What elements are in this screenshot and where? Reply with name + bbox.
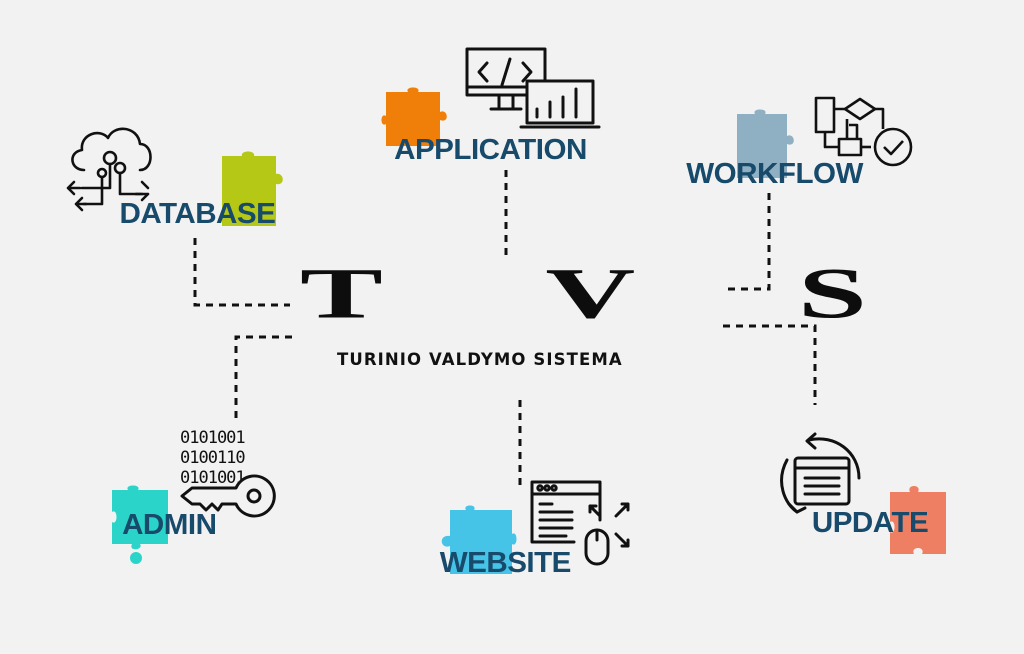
label-admin: ADMIN xyxy=(122,509,217,541)
binary-row: 0101001 xyxy=(180,428,246,448)
connector-update xyxy=(723,324,817,405)
connector-workflow xyxy=(728,193,771,291)
browser-mouse-icon xyxy=(530,480,630,566)
binary-row: 0101001 xyxy=(180,468,246,488)
puzzle-piece-workflow xyxy=(737,109,794,178)
label-database: DATABASE xyxy=(119,198,276,230)
monitor-code-laptop-chart-icon xyxy=(465,47,601,129)
puzzle-piece-website xyxy=(441,505,517,574)
binary-row: 0100110 xyxy=(180,448,246,468)
subtitle: TURINIO VALDYMO SISTEMA xyxy=(337,350,623,369)
puzzle-piece-database xyxy=(222,151,283,226)
binary-digits: 0101001 0100110 0101001 xyxy=(180,428,246,488)
puzzle-piece-admin xyxy=(112,485,168,564)
puzzle-piece-update xyxy=(890,486,946,554)
puzzle-piece-application xyxy=(381,87,447,146)
connector-admin xyxy=(234,335,292,420)
cloud-network-icon xyxy=(66,127,152,212)
title-letter-v: V xyxy=(545,253,636,333)
key-icon xyxy=(180,474,276,518)
title-letter-s: S xyxy=(797,253,867,333)
label-update: UPDATE xyxy=(811,507,929,539)
refresh-document-icon xyxy=(780,432,861,514)
main-title: T V S xyxy=(300,253,867,333)
title-letter-t: T xyxy=(300,253,383,333)
label-application: APPLICATION xyxy=(394,134,587,166)
flowchart-check-icon xyxy=(814,96,913,167)
label-workflow: WORKFLOW xyxy=(686,158,863,190)
connector-database xyxy=(193,238,290,307)
label-website: WEBSITE xyxy=(439,547,572,579)
